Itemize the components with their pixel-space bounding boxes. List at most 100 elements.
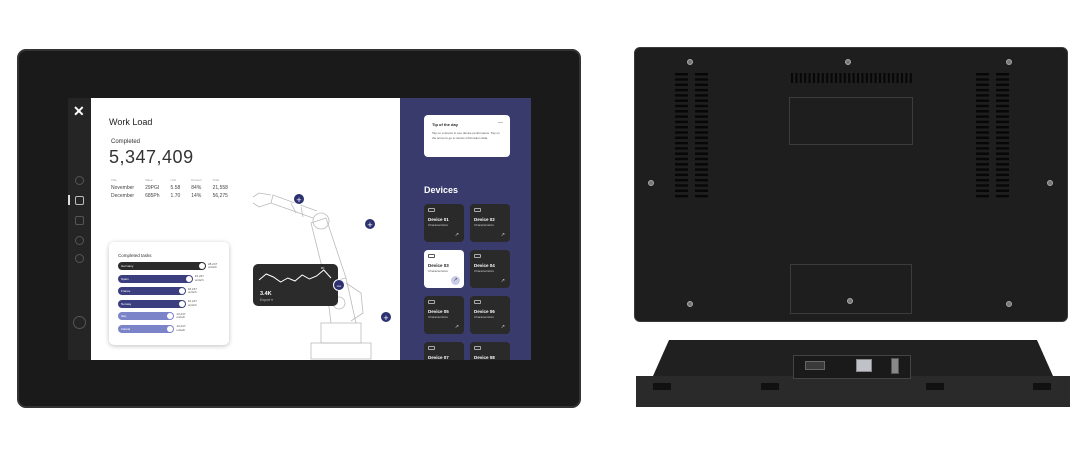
table-cell: 1.70 <box>170 193 181 199</box>
vent-slot <box>675 115 688 118</box>
vent-slot <box>675 163 688 166</box>
vent-slot <box>795 73 798 83</box>
collapse-icon[interactable]: — <box>498 120 503 126</box>
vent-slot <box>799 73 802 83</box>
close-icon[interactable]: ✕ <box>73 103 85 119</box>
mini-chart-line: 3K <box>258 266 332 283</box>
completed-label: Completed <box>111 139 141 145</box>
task-bar[interactable]: Ireland <box>118 324 175 333</box>
ethernet-port <box>856 359 872 372</box>
screw <box>1006 301 1012 307</box>
vent-slot <box>996 126 1009 129</box>
device-icon <box>428 208 435 212</box>
tip-card[interactable]: Tip of the day — Tap on a device to see … <box>424 115 510 157</box>
device-card[interactable]: Device 08 <box>470 342 510 360</box>
vent-grilles <box>675 73 1009 198</box>
vent-slot <box>996 157 1009 161</box>
device-characteristics: Characteristics <box>428 223 448 227</box>
vent-slot <box>870 73 873 83</box>
devices-panel: Tip of the day — Tap on a device to see … <box>400 98 531 360</box>
screw <box>648 180 654 186</box>
page-title: Work Load <box>109 117 153 127</box>
table-cell: 29PGI <box>145 185 160 191</box>
device-icon <box>474 300 481 304</box>
favorite-icon[interactable] <box>75 236 84 245</box>
vent-slot <box>808 73 811 83</box>
table-cell: December <box>111 193 135 199</box>
vent-slot <box>896 73 899 83</box>
table-cell: 21,558 <box>212 185 228 191</box>
vent-slot <box>675 73 688 76</box>
device-card[interactable]: Device 07 <box>424 342 464 360</box>
task-bar[interactable]: Germany <box>118 262 206 270</box>
task-label: France <box>121 289 131 293</box>
vent-slot <box>976 184 989 187</box>
add-button-1[interactable]: + <box>293 193 305 205</box>
task-knob <box>185 275 192 282</box>
task-label: Germany <box>121 264 134 268</box>
settings-icon[interactable] <box>75 176 84 185</box>
device-characteristics: Characteristics <box>474 269 494 273</box>
dashboard-icon[interactable] <box>75 196 84 205</box>
vent-slot <box>976 189 989 192</box>
vent-slot <box>830 73 833 83</box>
task-bar[interactable]: France <box>118 287 186 295</box>
open-device-icon[interactable]: ↗ <box>454 232 459 238</box>
completed-value: 5,347,409 <box>109 147 194 167</box>
tip-title: Tip of the day <box>432 122 458 127</box>
add-button-3[interactable]: + <box>380 311 392 323</box>
gear-icon[interactable] <box>75 254 84 263</box>
vent-slot <box>695 194 708 198</box>
task-bar[interactable]: Spain <box>118 274 193 283</box>
open-device-icon[interactable]: ↗ <box>500 232 505 238</box>
table-cell: 14% <box>191 193 202 199</box>
vent-slot <box>976 126 989 129</box>
vent-slot <box>996 147 1009 150</box>
add-button-2[interactable]: + <box>364 218 376 230</box>
vent-slot <box>695 189 708 192</box>
table-cell: 5.58 <box>170 185 181 191</box>
user-icon[interactable] <box>73 316 86 329</box>
open-device-icon[interactable]: ↗ <box>451 276 460 285</box>
task-bar[interactable]: Norway <box>118 299 186 308</box>
vent-slot <box>901 73 903 83</box>
vent-slot <box>976 94 989 97</box>
device-icon <box>474 346 481 350</box>
vent-slot <box>996 179 1009 182</box>
alert-icon[interactable] <box>75 216 84 225</box>
vent-slot <box>996 110 1009 113</box>
open-device-icon[interactable]: ↗ <box>500 278 505 284</box>
task-bar[interactable]: Italy <box>118 312 175 320</box>
vent-slot <box>976 73 989 76</box>
task-label: Norway <box>121 301 132 306</box>
open-device-icon[interactable]: ↗ <box>454 324 459 330</box>
open-device-icon[interactable]: ↗ <box>500 324 505 330</box>
vent-slot <box>996 99 1009 102</box>
table-cell: November <box>111 185 135 191</box>
vent-slot <box>826 73 829 83</box>
mini-chart-sub: Export ▾ <box>260 298 273 302</box>
vent-slot <box>675 136 688 139</box>
device-name: Device 02 <box>474 217 495 222</box>
vent-slot <box>695 168 708 171</box>
task-knob <box>167 325 174 332</box>
vent-slot <box>976 141 989 145</box>
vent-slot <box>996 78 1009 81</box>
export-mini-chart[interactable]: 3K 3.4K Export ▾ <box>253 264 338 306</box>
vent-slot <box>675 126 688 129</box>
device-characteristics: Characteristics <box>428 315 448 319</box>
vent-slot <box>675 157 688 161</box>
vent-slot <box>976 173 989 177</box>
minus-button[interactable]: − <box>333 279 345 291</box>
